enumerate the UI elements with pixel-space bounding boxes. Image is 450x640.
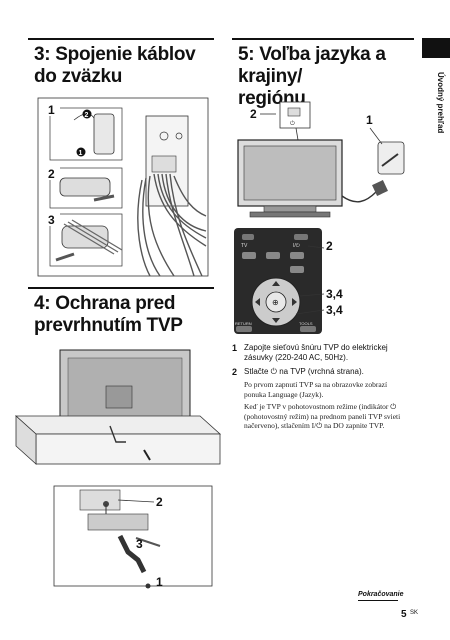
remote-label-2: 2 xyxy=(326,239,333,253)
top-rule-right xyxy=(232,38,414,40)
remote-key-return: RETURN xyxy=(235,321,252,326)
tv-power-figure: 2 ⏻ 1 xyxy=(237,101,405,218)
tv-label-2: 2 xyxy=(250,107,257,121)
remote-key-ok: ⊕ xyxy=(272,298,279,307)
cables-label-1: 1 xyxy=(48,103,55,117)
remote-label-34a: 3,4 xyxy=(326,287,343,301)
cables-sublabel-2: 2 xyxy=(85,112,89,119)
remote-key-tv: TV xyxy=(241,243,248,249)
svg-text:⏻: ⏻ xyxy=(290,120,295,127)
step-1-number: 1 xyxy=(232,343,238,353)
continue-underline xyxy=(358,600,398,601)
step-2: 2 Stlačte ⏻ na TVP (vrchná strana). Po p… xyxy=(232,367,407,431)
cables-label-2: 2 xyxy=(48,167,55,181)
cable-holder-clip xyxy=(93,113,115,155)
step-2-note-2: Keď je TVP v pohotovostnom režime (indik… xyxy=(244,402,401,430)
step-1: 1 Zapojte sieťovú šnúru TVP do elektrick… xyxy=(232,343,407,363)
cable-bundle xyxy=(137,173,207,277)
power-plug xyxy=(372,180,388,196)
heading-protection: 4: Ochrana pred prevrhnutím TVP xyxy=(34,293,183,336)
remote-key-power: I/⏻ xyxy=(293,243,300,249)
anti-tip-figure: 2 3 1 xyxy=(14,349,222,589)
cables-label-3: 3 xyxy=(48,213,55,227)
anti-tip-label-3: 3 xyxy=(136,537,143,551)
continue-link[interactable]: Pokračovanie xyxy=(358,591,404,598)
cable-bundle-figure: 1 2 3 2 1 xyxy=(37,97,209,277)
remote-label-34b: 3,4 xyxy=(326,303,343,317)
step-2-text: Stlačte ⏻ na TVP (vrchná strana). xyxy=(244,367,364,376)
section-rule-protection xyxy=(28,287,214,289)
step-2-note-1: Po prvom zapnutí TVP sa na obrazovke zob… xyxy=(244,380,388,399)
tv-label-1: 1 xyxy=(366,113,373,127)
page-number: 5 xyxy=(401,609,407,620)
page-language-code: SK xyxy=(410,610,419,616)
heading-cables: 3: Spojenie káblov do zväzku xyxy=(34,44,196,87)
remote-control-figure: TV I/⏻ ⊕ RETURN TOOLS 2 3,4 3,4 xyxy=(234,228,343,334)
remote-key-tools: TOOLS xyxy=(299,321,313,326)
step-1-text: Zapojte sieťovú šnúru TVP do elektrickej… xyxy=(244,343,388,362)
anti-tip-label-2: 2 xyxy=(156,495,163,509)
anti-tip-label-1: 1 xyxy=(156,575,163,589)
cables-sublabel-1: 1 xyxy=(79,150,83,157)
step-2-number: 2 xyxy=(232,367,238,377)
language-steps: 1 Zapojte sieťovú šnúru TVP do elektrick… xyxy=(232,343,407,435)
side-section-label: Úvodný prehľad xyxy=(436,72,445,134)
tv-cabinet xyxy=(35,433,221,465)
side-tab-marker xyxy=(422,38,450,58)
anchor-belt xyxy=(87,513,149,531)
top-rule-left xyxy=(28,38,214,40)
